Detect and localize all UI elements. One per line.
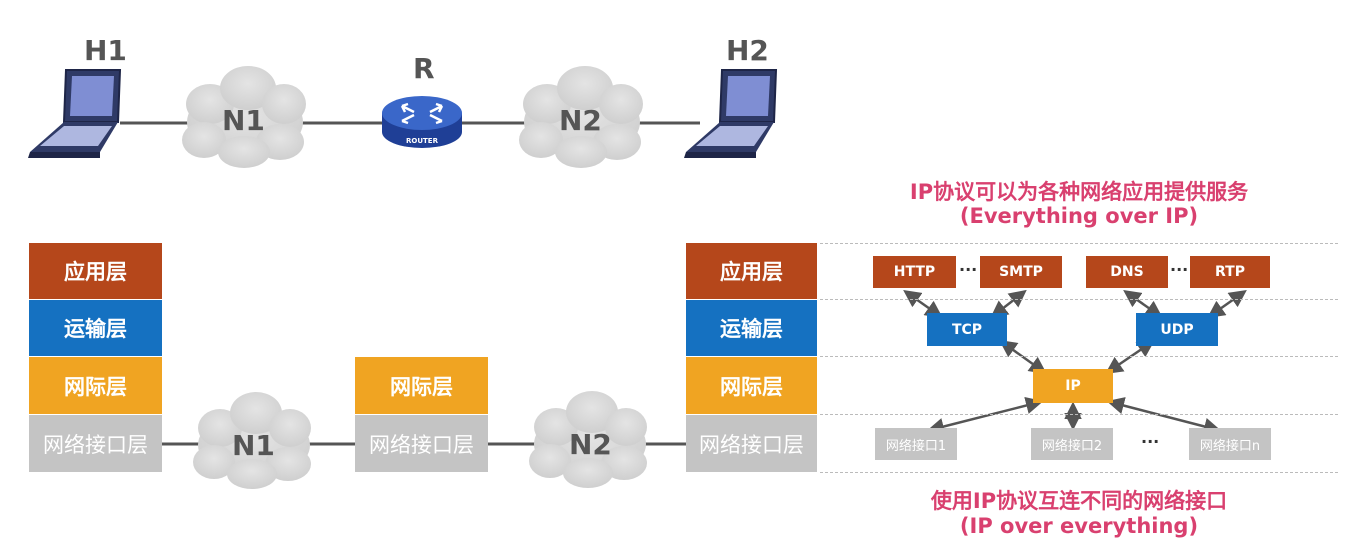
divider-line: [820, 356, 1338, 357]
cloud-n1-bottom-icon: [193, 392, 311, 489]
cloud-n2-bottom-icon: [529, 391, 647, 488]
protocol-ip-box: IP: [1033, 369, 1113, 403]
everything-over-ip-title: IP协议可以为各种网络应用提供服务: [909, 180, 1249, 204]
protocol-udp-box: UDP: [1136, 313, 1218, 346]
laptop-h1-icon: [28, 69, 122, 158]
host-h2-label: H2: [726, 34, 769, 67]
arrow-tcp-ip: [999, 339, 1047, 375]
cloud-n1-bottom-label: N1: [232, 429, 275, 462]
stack-h2-link-layer: 网络接口层: [686, 415, 817, 472]
arrow-ip-if1: [926, 396, 1044, 436]
cloud-n2-bottom-label: N2: [569, 428, 612, 461]
arrow-udp-ip: [1105, 340, 1155, 374]
interface-2-box: 网络接口2: [1031, 428, 1113, 460]
protocol-smtp-box: SMTP: [980, 256, 1062, 288]
protocol-http-box: HTTP: [873, 256, 956, 288]
divider-line: [820, 414, 1338, 415]
cloud-n2-top-icon: [519, 66, 643, 168]
stack-h2-network-layer: 网际层: [686, 357, 817, 414]
router-icon: [382, 96, 462, 148]
divider-line: [820, 243, 1338, 244]
laptop-h2-icon: [684, 69, 778, 158]
host-h1-label: H1: [84, 34, 127, 67]
stack-router-network-layer: 网际层: [355, 357, 488, 414]
stack-h2-transport-layer: 运输层: [686, 300, 817, 356]
app-ellipsis-right: ···: [1170, 260, 1189, 279]
stack-router-link-layer: 网络接口层: [355, 415, 488, 472]
interface-n-box: 网络接口n: [1189, 428, 1271, 460]
stack-h1-link-layer: 网络接口层: [29, 415, 162, 472]
router-r-label: R: [413, 52, 435, 85]
stack-h2-app-layer: 应用层: [686, 243, 817, 299]
interface-ellipsis: ···: [1141, 432, 1160, 451]
ip-over-everything-title: 使用IP协议互连不同的网络接口: [930, 489, 1228, 513]
interface-1-box: 网络接口1: [875, 428, 957, 460]
arrow-ip-ifn: [1106, 397, 1222, 435]
router-badge: ROUTER: [406, 137, 438, 145]
stack-h1-network-layer: 网际层: [29, 357, 162, 414]
arrow-http-tcp: [903, 289, 943, 319]
cloud-n1-top-label: N1: [222, 104, 265, 137]
arrow-smtp-tcp: [990, 289, 1027, 319]
arrow-dns-udp: [1123, 289, 1163, 319]
divider-line: [820, 299, 1338, 300]
protocol-rtp-box: RTP: [1190, 256, 1270, 288]
cloud-n1-top-icon: [182, 66, 306, 168]
divider-line: [820, 472, 1338, 473]
app-ellipsis-left: ···: [959, 260, 978, 279]
stack-h1-app-layer: 应用层: [29, 243, 162, 299]
protocol-dns-box: DNS: [1086, 256, 1168, 288]
arrow-rtp-udp: [1207, 289, 1247, 319]
cloud-n2-top-label: N2: [559, 104, 602, 137]
ip-over-everything-subtitle: (IP over everything): [959, 514, 1199, 538]
everything-over-ip-subtitle: (Everything over IP): [959, 204, 1199, 228]
protocol-tcp-box: TCP: [927, 313, 1007, 346]
stack-h1-transport-layer: 运输层: [29, 300, 162, 356]
